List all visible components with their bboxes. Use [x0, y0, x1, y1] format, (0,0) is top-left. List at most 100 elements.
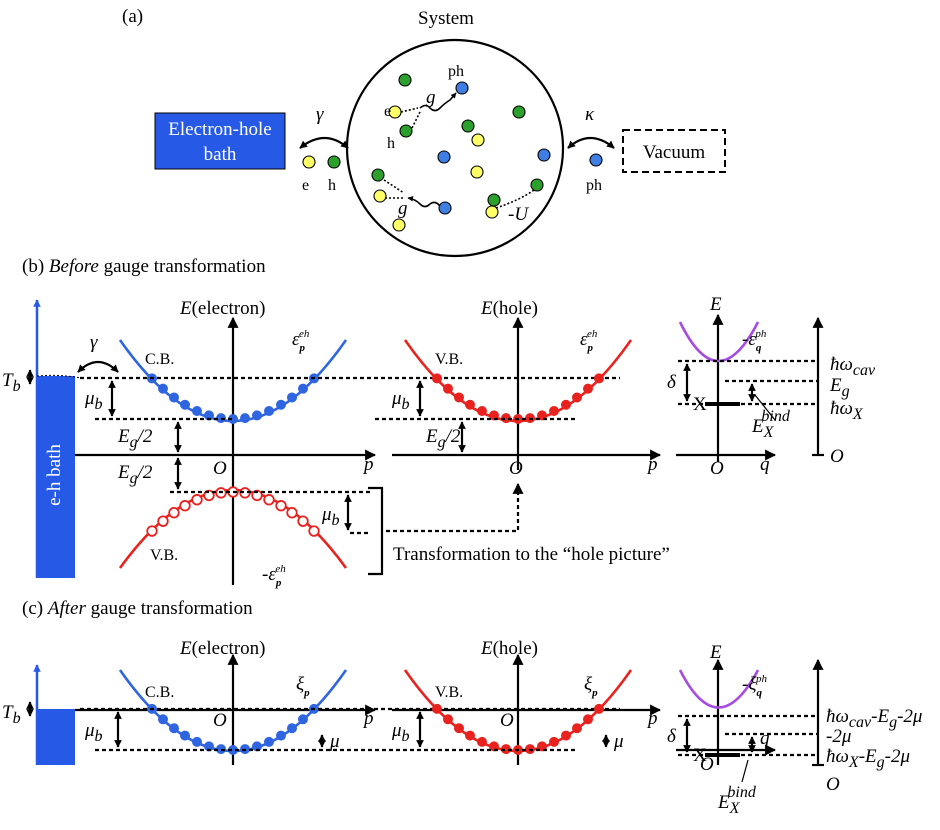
hole-dot — [561, 730, 572, 741]
vb-label-electron: V.B. — [150, 547, 178, 564]
transformation-label: Transformation to the “hole picture” — [393, 544, 670, 565]
particle-hole — [461, 119, 475, 133]
interaction-line — [411, 111, 421, 129]
electron-dot — [286, 392, 297, 403]
coulomb-interaction-line — [495, 189, 535, 209]
electron-dot — [239, 413, 250, 424]
hole-dot — [476, 736, 487, 747]
electron-dot — [251, 410, 262, 421]
empty-state-dot — [308, 525, 320, 537]
hole-dot — [537, 410, 548, 421]
level-origin-label: O — [830, 446, 844, 467]
empty-state-dot — [191, 494, 203, 506]
delta-label: δ — [667, 372, 677, 393]
eg2-label-upper: Eg/2 — [117, 426, 153, 451]
panel-b-label: (b) — [22, 256, 44, 277]
conduction-band-electrons — [146, 373, 319, 424]
photon-origin-label: O — [710, 458, 724, 479]
bath-electron-dot — [302, 155, 316, 169]
eh-bath-label: e-h bath — [44, 444, 65, 506]
ebind-leader — [754, 394, 776, 421]
p-label: p — [362, 454, 374, 475]
xi-label: ξp — [296, 674, 310, 699]
hole-p-label-c: p — [646, 708, 658, 729]
coupling-g-label-bottom: g — [398, 198, 408, 219]
particle-hole — [530, 178, 544, 192]
eg2-label-lower: Eg/2 — [117, 462, 153, 487]
gamma-coupling-arrow — [299, 136, 349, 149]
bath-e-label: e — [302, 177, 309, 194]
photon-dispersion-curve — [678, 321, 760, 363]
hole-dot — [561, 399, 572, 410]
electron-dot — [263, 736, 274, 747]
vacuum-photon-dot — [589, 153, 603, 167]
origin-label-c: O — [213, 710, 227, 731]
particle-ph-label: ph — [448, 63, 464, 80]
photon-absorption-wave — [407, 195, 441, 208]
particle-hole — [399, 124, 413, 138]
exciton-x-label-c: X — [693, 745, 707, 766]
minus-eps-label: -εpeh — [262, 563, 286, 589]
ebind-leader-c — [741, 759, 749, 783]
hole-band-holes-c — [431, 703, 605, 756]
particle-photon — [437, 150, 451, 164]
kappa-coupling-arrow — [567, 136, 615, 149]
hole-dot — [442, 714, 453, 725]
valence-bracket — [368, 486, 384, 576]
mu-b-label-c: μb — [84, 720, 103, 745]
electron-hole-bath-box — [154, 112, 286, 170]
empty-state-dot — [157, 515, 169, 527]
hw-x-label: ħωX — [830, 398, 864, 423]
hole-p-label: p — [646, 454, 658, 475]
electron-dot — [275, 399, 286, 410]
hole-origin-label: O — [509, 458, 523, 479]
hole-band-holes — [431, 373, 605, 424]
valence-band-empty-states — [146, 486, 320, 537]
hole-dot — [594, 703, 605, 714]
origin-label: O — [213, 458, 227, 479]
hole-dot — [464, 399, 475, 410]
hole-dot — [442, 383, 453, 394]
hole-dot — [431, 373, 442, 384]
electron-dot — [191, 736, 202, 747]
eh-bath-column — [37, 376, 75, 578]
hole-dot — [549, 736, 560, 747]
electron-dot — [275, 730, 286, 741]
electron-dot — [179, 399, 190, 410]
particle-photon — [455, 81, 469, 95]
panel-c: (c) After gauge transformation Tb E(elec… — [2, 598, 922, 817]
empty-state-dot — [179, 500, 191, 512]
hole-dot — [572, 723, 583, 734]
particle-e-label: e — [384, 103, 391, 120]
bath-h-label: h — [328, 177, 336, 194]
vacuum-box — [622, 129, 726, 173]
hole-eps-eh-label: εpeh — [580, 328, 598, 354]
vacuum-label: Vacuum — [643, 142, 705, 163]
hole-dot — [464, 730, 475, 741]
hole-xi-label: ξp — [584, 674, 598, 699]
delta-label-c: δ — [667, 726, 677, 747]
empty-state-dot — [146, 525, 158, 537]
electron-dot — [191, 405, 202, 416]
electron-dot — [168, 723, 179, 734]
particle-hole — [487, 193, 501, 207]
eps-eh-label: εpeh — [292, 328, 310, 354]
hole-dot — [594, 373, 605, 384]
particle-electron — [485, 205, 499, 219]
hole-eg2-label: Eg/2 — [425, 426, 461, 451]
empty-state-dot — [263, 494, 275, 506]
xi-ph-label: -ξqph — [742, 673, 767, 699]
coupling-g-label-top: g — [426, 87, 436, 108]
hole-dot — [583, 383, 594, 394]
panel-c-label: (c) — [22, 598, 43, 619]
hole-dot — [583, 714, 594, 725]
photon-emission-wave — [419, 92, 457, 112]
system-title: System — [418, 8, 474, 29]
transformation-arrow — [386, 482, 524, 533]
electron-dot — [168, 392, 179, 403]
tb-label-c: Tb — [2, 702, 21, 727]
gamma-label: γ — [316, 104, 324, 125]
electron-dot — [179, 730, 190, 741]
